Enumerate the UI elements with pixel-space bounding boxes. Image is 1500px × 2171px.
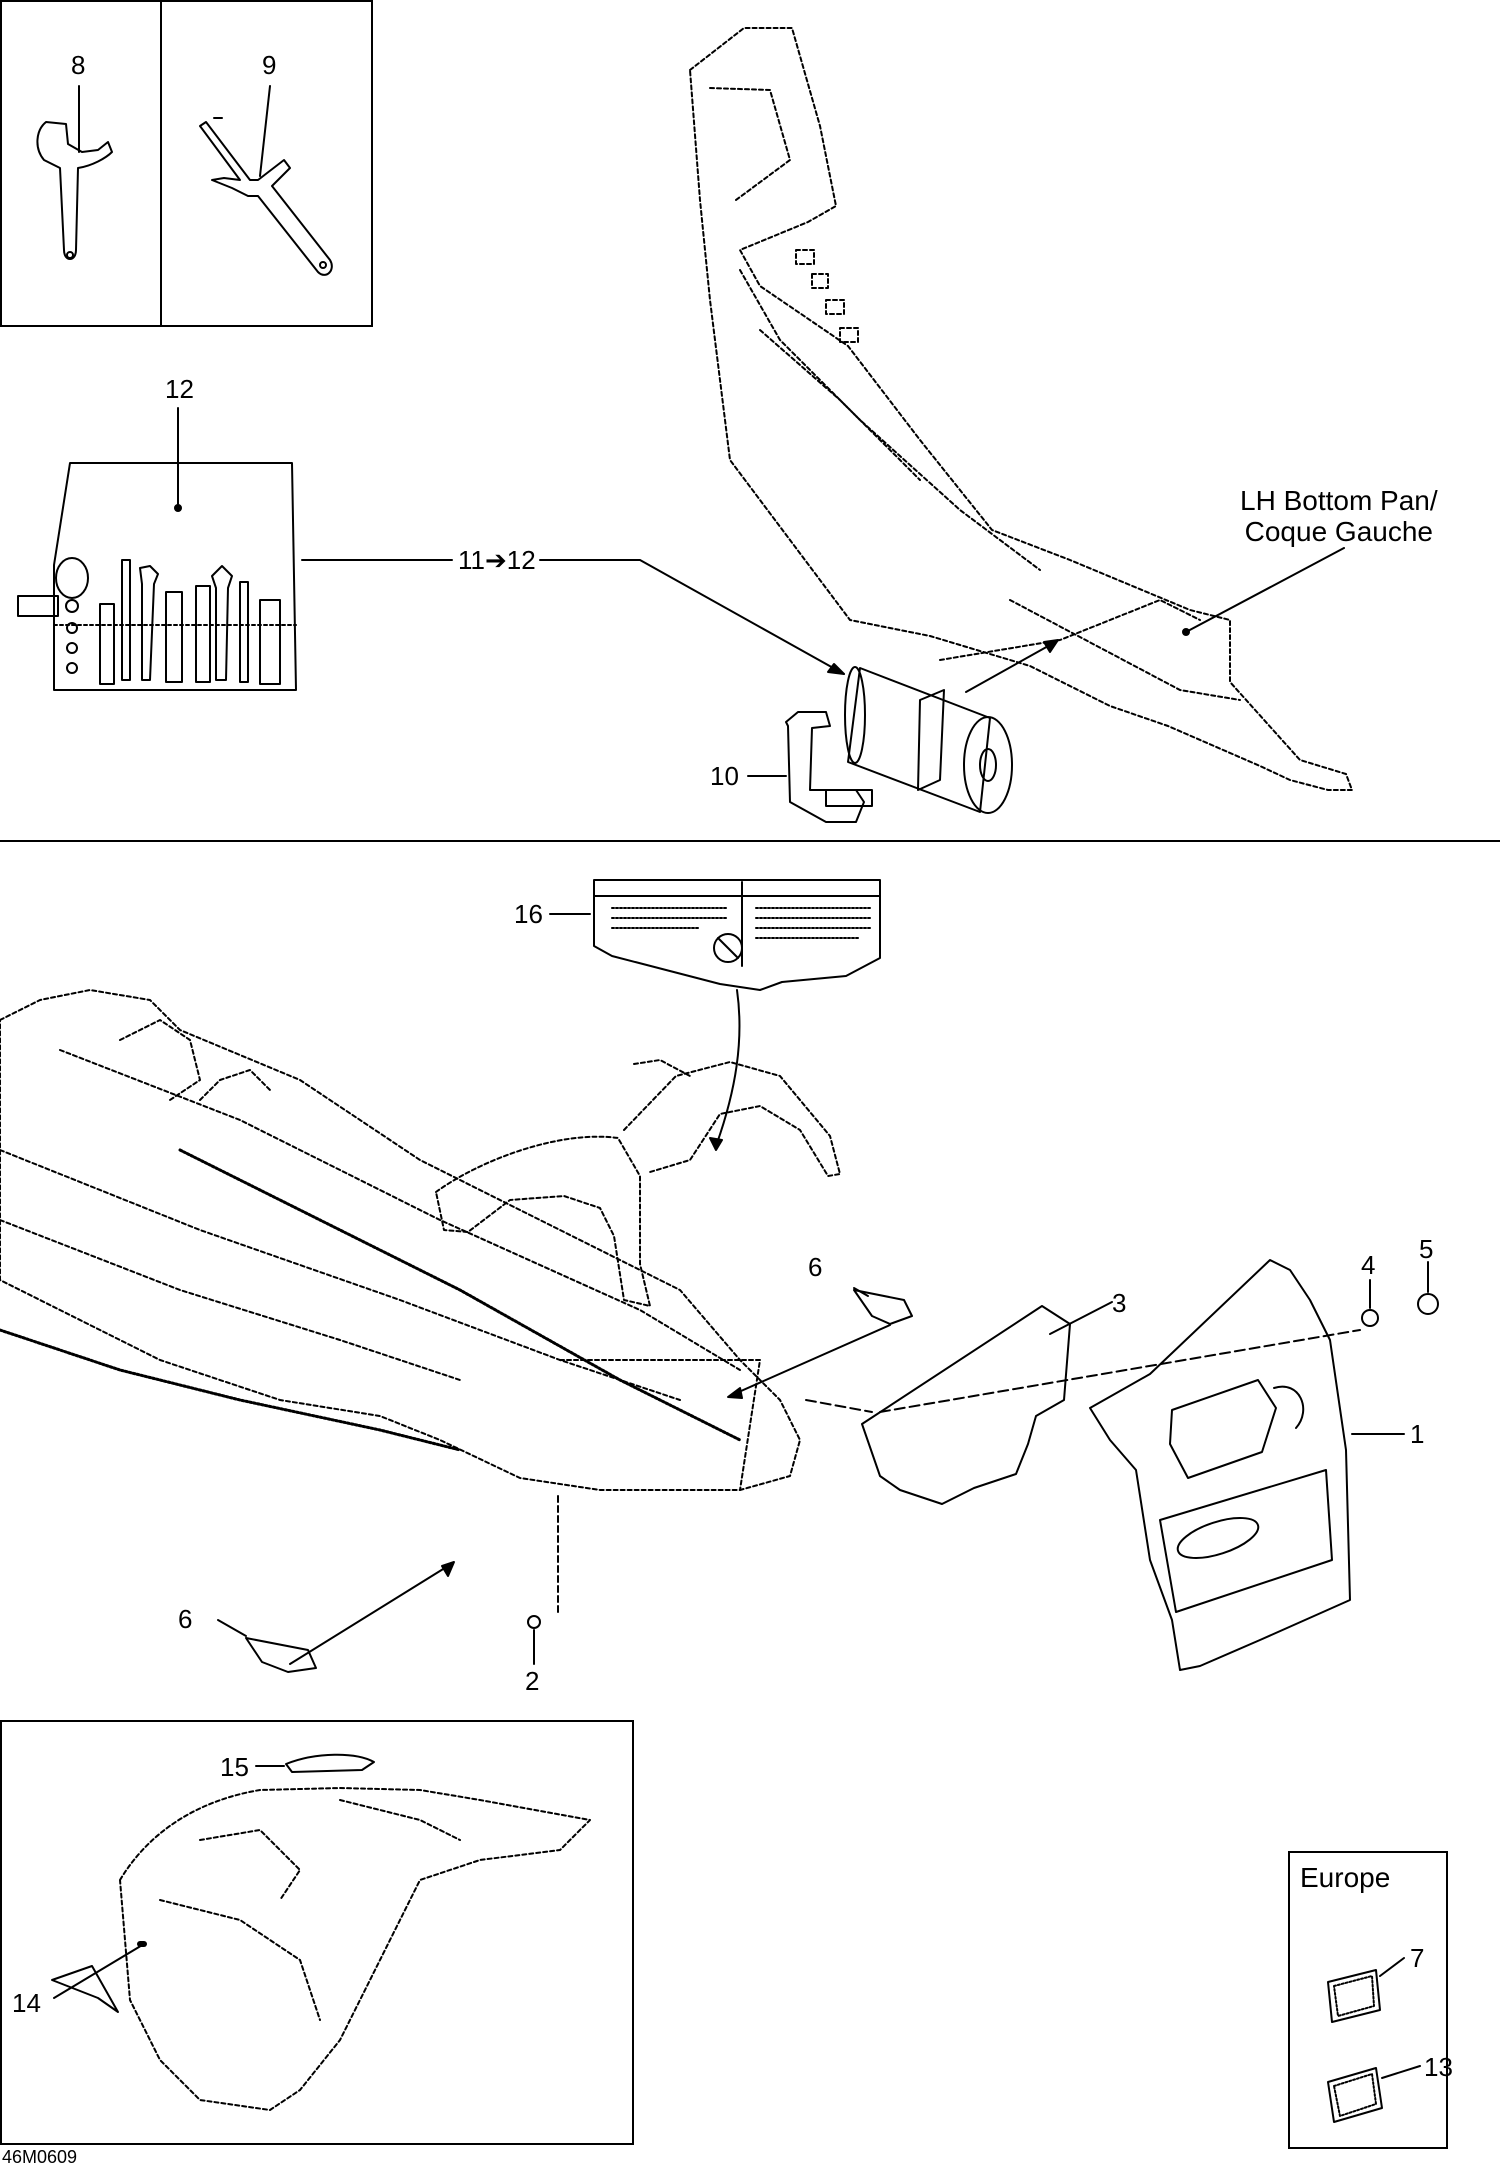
- tool-roll-part: [844, 666, 1013, 814]
- callout-14: 14: [12, 1988, 41, 2018]
- leader-14: [53, 1943, 145, 1999]
- callout-15: 15: [220, 1752, 249, 1782]
- lh-bottom-pan-line2: Coque Gauche: [1244, 515, 1433, 547]
- callout-16: 16: [514, 899, 543, 929]
- warning-decal-part: [593, 879, 881, 991]
- roll-to-pan-arrow: [965, 644, 1051, 693]
- reflector-lower-part: [245, 1637, 317, 1673]
- europe-reflector-7-part: [1327, 1969, 1381, 2023]
- holder-bracket-part: [785, 711, 873, 823]
- figure-code: 46M0609: [2, 2147, 78, 2167]
- tool-inset-divider: [160, 0, 162, 327]
- tool-kit-part: [17, 462, 297, 691]
- decal-14-part: [51, 1965, 119, 2013]
- tunnel-rivet-strip: [0, 1148, 742, 1452]
- callout-6-upper: 6: [808, 1252, 823, 1282]
- callout-5: 5: [1419, 1234, 1434, 1264]
- europe-inset-box: [1288, 1851, 1448, 2149]
- pin-wrench-part: [199, 117, 333, 276]
- reflector-upper-part: [853, 1289, 913, 1325]
- lh-bottom-pan-note: LH Bottom Pan/ Coque Gauche: [1240, 485, 1438, 548]
- leader-6a: [853, 1287, 869, 1297]
- callout-7: 7: [1410, 1943, 1425, 1973]
- cowl-part: [119, 1787, 591, 2111]
- cap-part: [1417, 1293, 1439, 1315]
- decal-15-part: [285, 1753, 375, 1773]
- callout-8: 8: [71, 50, 86, 80]
- callout-3: 3: [1112, 1288, 1127, 1318]
- callout-11-to-12: 11➔12: [458, 545, 536, 575]
- leader-9: [259, 85, 271, 177]
- europe-label: Europe: [1300, 1862, 1391, 1893]
- leader-3: [1049, 1301, 1113, 1335]
- europe-reflector-13-part: [1327, 2067, 1383, 2123]
- tool-inset-box: [0, 0, 373, 327]
- tunnel-assembly-part: [0, 989, 801, 1491]
- decal-to-handle-arrow: [715, 989, 741, 1147]
- callout-4: 4: [1361, 1250, 1376, 1280]
- callout-9: 9: [262, 50, 277, 80]
- callout-10: 10: [710, 761, 739, 791]
- leader-6b: [217, 1619, 247, 1637]
- reflector-upper-arrow: [731, 1324, 891, 1396]
- lh-bottom-pan-part: [689, 27, 1353, 791]
- lh-bottom-pan-line1: LH Bottom Pan/: [1240, 485, 1438, 516]
- reflector-lower-arrow: [289, 1565, 449, 1665]
- spanner-wrench-part: [36, 121, 113, 260]
- nut-part: [1361, 1309, 1379, 1327]
- callout-13: 13: [1424, 2052, 1453, 2082]
- section-divider: [0, 840, 1500, 842]
- callout-1: 1: [1410, 1419, 1425, 1449]
- leader-7: [1379, 1957, 1405, 1977]
- leader-lh-bottom-pan: [1185, 547, 1345, 633]
- fastener-part: [527, 1615, 541, 1629]
- lower-inset-box: [0, 1720, 634, 2145]
- flap-plate-part: [861, 1305, 1071, 1505]
- callout-6-lower: 6: [178, 1604, 193, 1634]
- callout-2: 2: [525, 1666, 540, 1696]
- leader-11-12-right: [539, 559, 845, 675]
- snow-flap-part: [1089, 1259, 1351, 1671]
- callout-12: 12: [165, 374, 194, 404]
- leader-13: [1381, 2065, 1421, 2079]
- grab-handle-part: [435, 1059, 841, 1307]
